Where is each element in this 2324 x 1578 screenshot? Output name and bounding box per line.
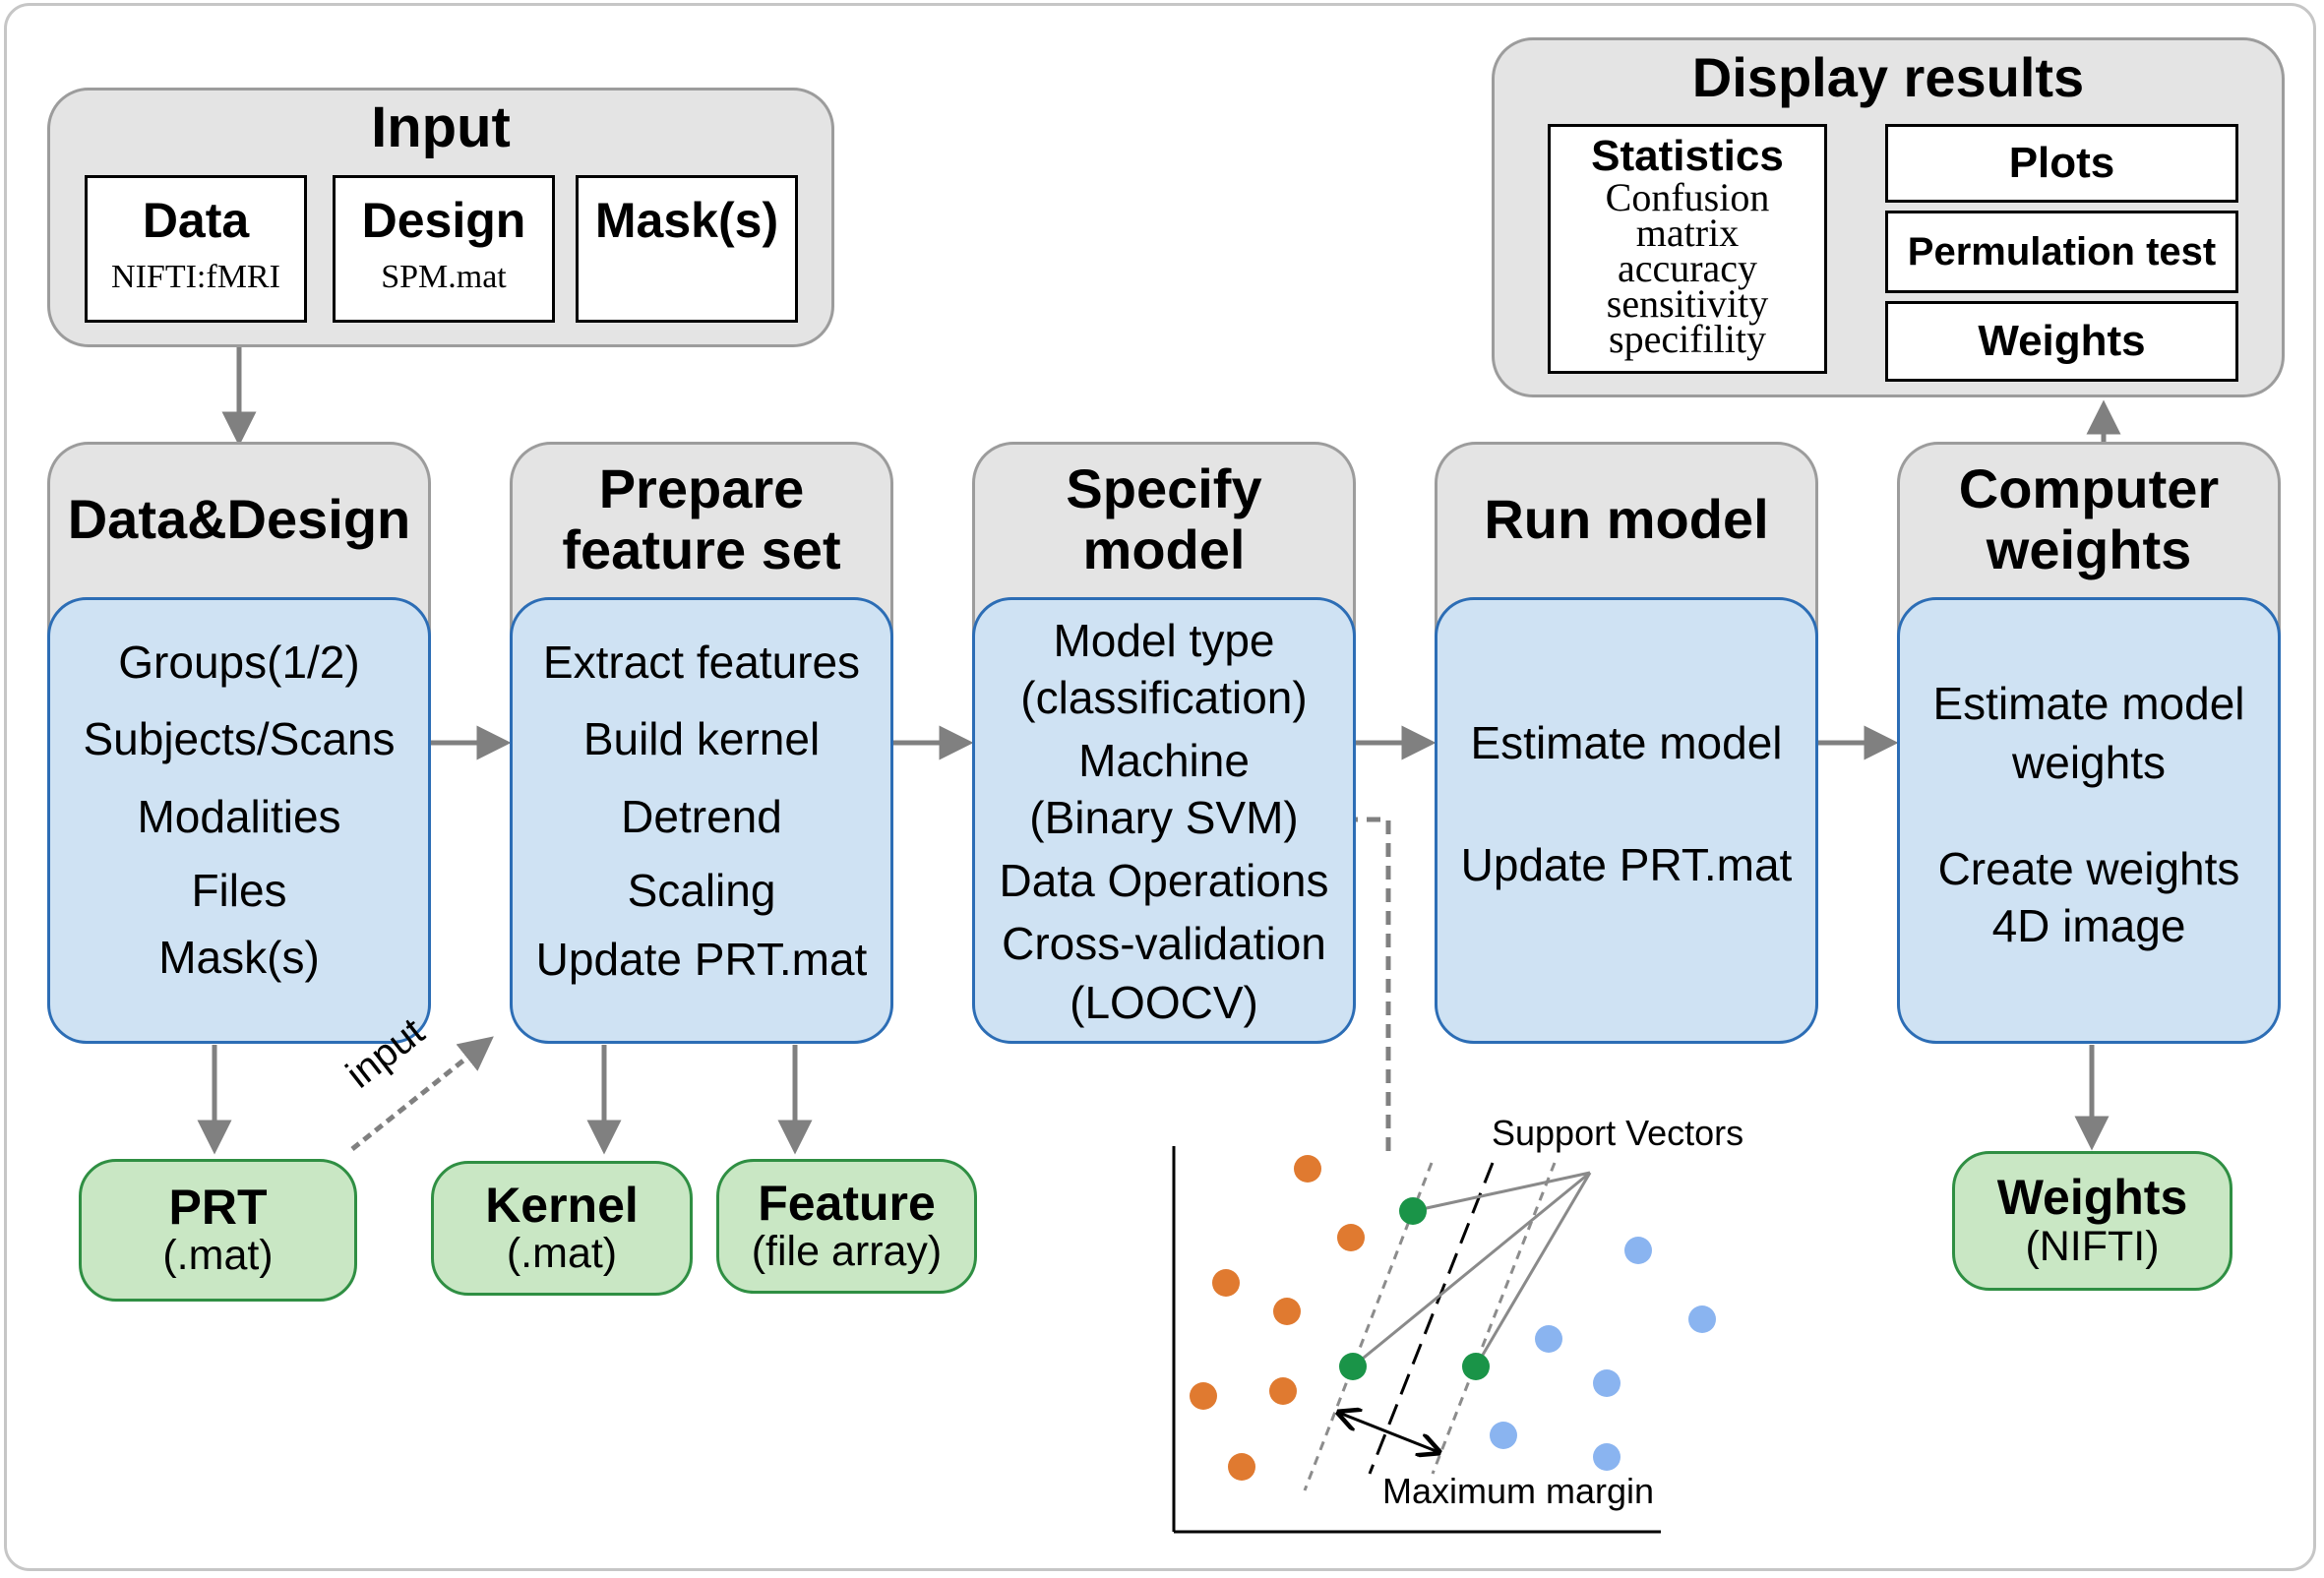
class-b-point — [1535, 1325, 1562, 1353]
stage-item: Update PRT.mat — [535, 934, 868, 985]
support-vector-point — [1462, 1353, 1490, 1380]
output-kernel: Kernel (.mat) — [431, 1161, 693, 1296]
statistics-line: matrix — [1635, 211, 1740, 255]
stage-item: weights — [2012, 737, 2166, 788]
class-a-point — [1294, 1155, 1321, 1183]
display-results-title: Display results — [1691, 46, 2085, 109]
stage-item: Machine — [1078, 735, 1250, 786]
input-mask-box: Mask(s) — [576, 175, 798, 323]
stage-item: Detrend — [621, 791, 782, 842]
stage-item: Update PRT.mat — [1460, 839, 1793, 890]
class-b-point — [1490, 1422, 1517, 1449]
statistics-line: specifility — [1609, 317, 1766, 361]
class-b-point — [1593, 1369, 1621, 1397]
svm-margin-arrow — [1339, 1413, 1438, 1452]
output-feature-title: Feature — [758, 1175, 936, 1231]
svm-pointer-line — [1352, 1171, 1591, 1368]
svm-hyperplane — [1368, 1162, 1495, 1475]
statistics-line: sensitivity — [1606, 281, 1769, 326]
class-a-point — [1337, 1224, 1365, 1251]
stage-item: Cross-validation — [1002, 918, 1326, 969]
plots-box: Plots — [1885, 124, 2238, 203]
stage-item: Modalities — [137, 791, 341, 842]
stage-data-design-title: Data&Design — [67, 488, 411, 551]
class-b-point — [1688, 1305, 1716, 1333]
stage-item: Create weights — [1937, 843, 2240, 894]
stage-item: Scaling — [627, 865, 776, 916]
input-data-sub: NIFTI:fMRI — [111, 259, 280, 295]
stage-data-design-panel: Groups(1/2) Subjects/Scans Modalities Fi… — [47, 597, 431, 1044]
input-data-title: Data — [142, 193, 250, 248]
class-a-point — [1228, 1453, 1255, 1481]
stage-item: (Binary SVM) — [1029, 792, 1299, 843]
display-weights-box: Weights — [1885, 301, 2238, 382]
support-vectors-label: Support Vectors — [1492, 1113, 1744, 1153]
stage-prepare-panel: Extract features Build kernel Detrend Sc… — [510, 597, 893, 1044]
statistics-title: Statistics — [1591, 132, 1784, 180]
statistics-line: accuracy — [1617, 246, 1758, 290]
class-a-point — [1190, 1382, 1217, 1410]
svm-illustration — [1172, 1146, 1716, 1534]
stage-item: Subjects/Scans — [83, 713, 396, 764]
stage-item: 4D image — [1991, 900, 2186, 951]
svm-pointer-line — [1474, 1172, 1592, 1367]
input-design-box: Design SPM.mat — [333, 175, 555, 323]
class-b-point — [1593, 1443, 1621, 1471]
stage-run-title: Run model — [1484, 488, 1769, 551]
support-vector-point — [1399, 1197, 1427, 1225]
stage-item: Build kernel — [582, 713, 821, 764]
input-title: Input — [371, 94, 511, 159]
stage-item: Estimate model — [1470, 717, 1783, 768]
plots-label: Plots — [2008, 139, 2115, 187]
svm-pointer-line — [1412, 1171, 1591, 1213]
input-data-box: Data NIFTI:fMRI — [85, 175, 307, 323]
display-weights-label: Weights — [1978, 317, 2146, 365]
stage-item: (classification) — [1020, 672, 1308, 723]
permutation-test-label: Permulation test — [1907, 229, 2217, 273]
permutation-test-box: Permulation test — [1885, 211, 2238, 293]
stage-item: Extract features — [542, 637, 861, 688]
stage-item: Mask(s) — [158, 932, 320, 983]
stage-item: Model type — [1053, 615, 1275, 666]
input-design-title: Design — [361, 193, 526, 248]
class-a-point — [1269, 1377, 1297, 1405]
stage-specify-panel: Model type (classification) Machine (Bin… — [972, 597, 1356, 1044]
support-vector-point — [1339, 1353, 1367, 1380]
svm-margin-line-left — [1303, 1162, 1434, 1491]
stage-item: Files — [191, 865, 287, 916]
statistics-line: Confusion — [1605, 175, 1770, 219]
diagram-frame — [4, 3, 2316, 1571]
output-feature: Feature (file array) — [716, 1159, 977, 1294]
stage-item: Data Operations — [999, 855, 1329, 906]
class-a-point — [1212, 1269, 1240, 1297]
stage-item: Estimate model — [1932, 678, 2245, 729]
output-weights-sub: (NIFTI) — [2025, 1222, 2160, 1270]
input-mask-title: Mask(s) — [594, 193, 779, 248]
class-a-point — [1273, 1298, 1301, 1325]
maximum-margin-label: Maximum margin — [1382, 1471, 1655, 1511]
output-kernel-sub: (.mat) — [506, 1230, 618, 1278]
output-kernel-title: Kernel — [485, 1177, 639, 1233]
output-feature-sub: (file array) — [751, 1228, 943, 1276]
output-prt-title: PRT — [168, 1179, 268, 1235]
stage-run-panel: Estimate model Update PRT.mat — [1435, 597, 1818, 1044]
output-weights-title: Weights — [1996, 1170, 2188, 1226]
stage-item: Groups(1/2) — [118, 637, 360, 688]
class-b-point — [1624, 1237, 1652, 1264]
stage-item: (LOOCV) — [1070, 977, 1258, 1028]
input-design-sub: SPM.mat — [381, 259, 507, 295]
output-weights: Weights (NIFTI) — [1952, 1151, 2232, 1291]
svm-margin-line-right — [1431, 1162, 1557, 1475]
output-prt: PRT (.mat) — [79, 1159, 357, 1302]
output-prt-sub: (.mat) — [162, 1232, 274, 1280]
stage-compute-panel: Estimate model weights Create weights 4D… — [1897, 597, 2281, 1044]
